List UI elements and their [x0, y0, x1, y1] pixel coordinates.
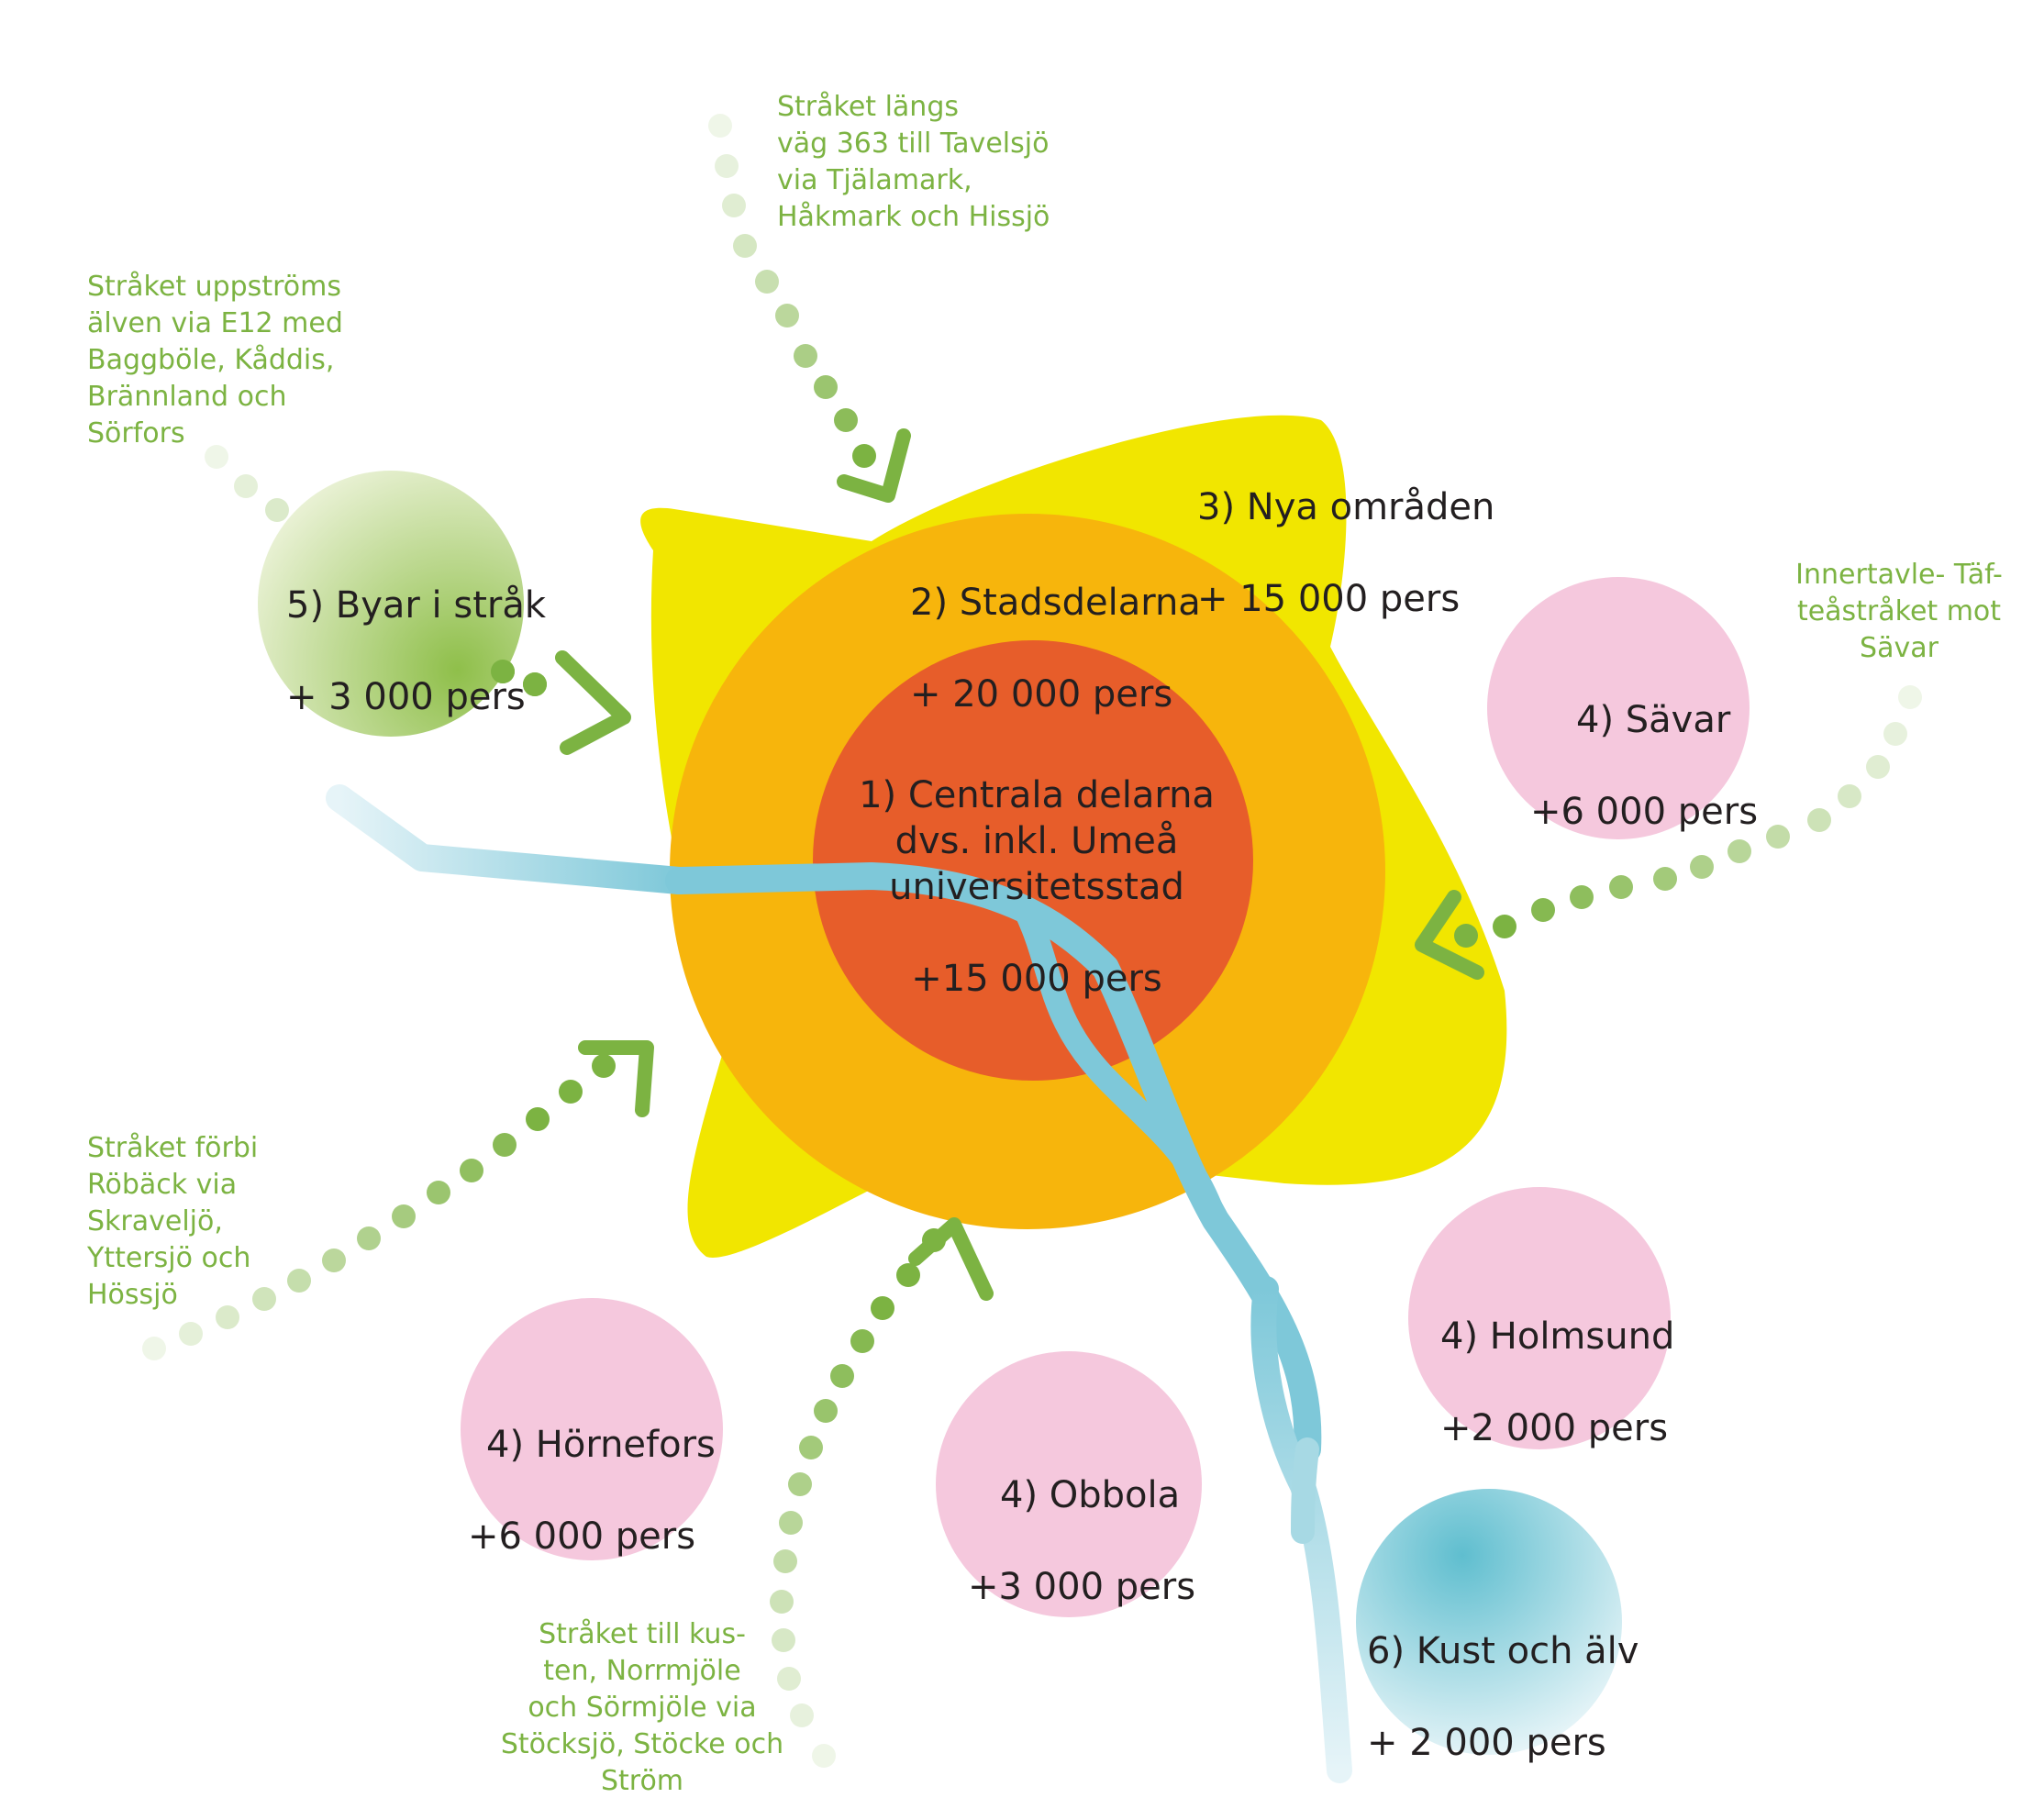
holmsund-name: 4) Holmsund [1440, 1315, 1675, 1358]
corridor-north [708, 114, 911, 503]
villages-pop: + 3 000 pers [286, 676, 526, 718]
river-branch [1014, 899, 1228, 1232]
corridor-south [770, 1217, 994, 1768]
obbola-name: 4) Obbola [1000, 1474, 1181, 1516]
corridor-east-label: Innertavle- Täf- teåstråket mot Sävar [1795, 559, 2003, 664]
savar-pop: +6 000 pers [1530, 791, 1759, 833]
corridor-southwest-label: Stråket förbi Röbäck via Skraveljö, Ytte… [87, 1132, 259, 1311]
central-pop: +15 000 pers [911, 958, 1162, 1000]
arrow-east [1415, 890, 1484, 980]
holmsund-pop: +2 000 pers [1440, 1407, 1669, 1449]
central-core [813, 640, 1253, 1081]
districts-pop: + 20 000 pers [910, 673, 1173, 716]
corridor-north-label: Stråket längs väg 363 till Tavelsjö via … [777, 91, 1050, 233]
corridor-southwest [142, 1040, 654, 1360]
river [326, 784, 1352, 1783]
new-areas-pop: + 15 000 pers [1197, 578, 1461, 620]
new-areas-name: 3) Nya områden [1197, 486, 1495, 528]
coast-name: 6) Kust och älv [1367, 1630, 1639, 1672]
arrow-south [908, 1217, 994, 1301]
corridor-northwest-arrow-dots [491, 660, 547, 696]
hornefors-pop: +6 000 pers [468, 1515, 696, 1558]
districts-name: 2) Stadsdelarna [910, 582, 1201, 624]
coast-circle [1356, 1489, 1622, 1755]
hornefors-label: 4) Hörnefors +6 000 pers [468, 1376, 716, 1605]
villages-label: 5) Byar i stråk + 3 000 pers [286, 537, 546, 766]
savar-name: 4) Sävar [1576, 699, 1731, 741]
central-label: 1) Centrala delarna dvs. inkl. Umeå univ… [844, 727, 1229, 1048]
holmsund-label: 4) Holmsund +2 000 pers [1440, 1268, 1674, 1497]
new-areas-label: 3) Nya områden + 15 000 pers [1197, 438, 1494, 668]
corridor-northwest-label: Stråket uppströms älven via E12 med Bagg… [87, 271, 343, 449]
river-main [665, 862, 1322, 1463]
arrow-southwest [578, 1040, 654, 1117]
obbola-label: 4) Obbola +3 000 pers [968, 1426, 1195, 1656]
central-name: 1) Centrala delarna dvs. inkl. Umeå univ… [859, 774, 1215, 908]
river-upstream [326, 784, 693, 894]
corridor-east [1415, 685, 1922, 980]
villages-name: 5) Byar i stråk [286, 584, 547, 627]
arrow-north [837, 428, 911, 503]
obbola-pop: +3 000 pers [968, 1566, 1196, 1608]
coast-pop: + 2 000 pers [1367, 1722, 1606, 1764]
hornefors-circle [461, 1298, 723, 1560]
savar-label: 4) Sävar +6 000 pers [1530, 651, 1758, 881]
river-fork-right [1291, 1437, 1319, 1544]
coast-label: 6) Kust och älv + 2 000 pers [1367, 1582, 1639, 1812]
hornefors-name: 4) Hörnefors [486, 1424, 716, 1466]
obbola-circle [936, 1351, 1202, 1617]
corridor-south-label: Stråket till kus- ten, Norrmjöle och Sör… [500, 1618, 784, 1797]
savar-circle [1487, 577, 1750, 839]
arrow-northwest [555, 650, 631, 755]
holmsund-circle [1408, 1187, 1671, 1449]
districts-label: 2) Stadsdelarna + 20 000 pers [910, 534, 1201, 763]
villages-circle [258, 471, 524, 737]
